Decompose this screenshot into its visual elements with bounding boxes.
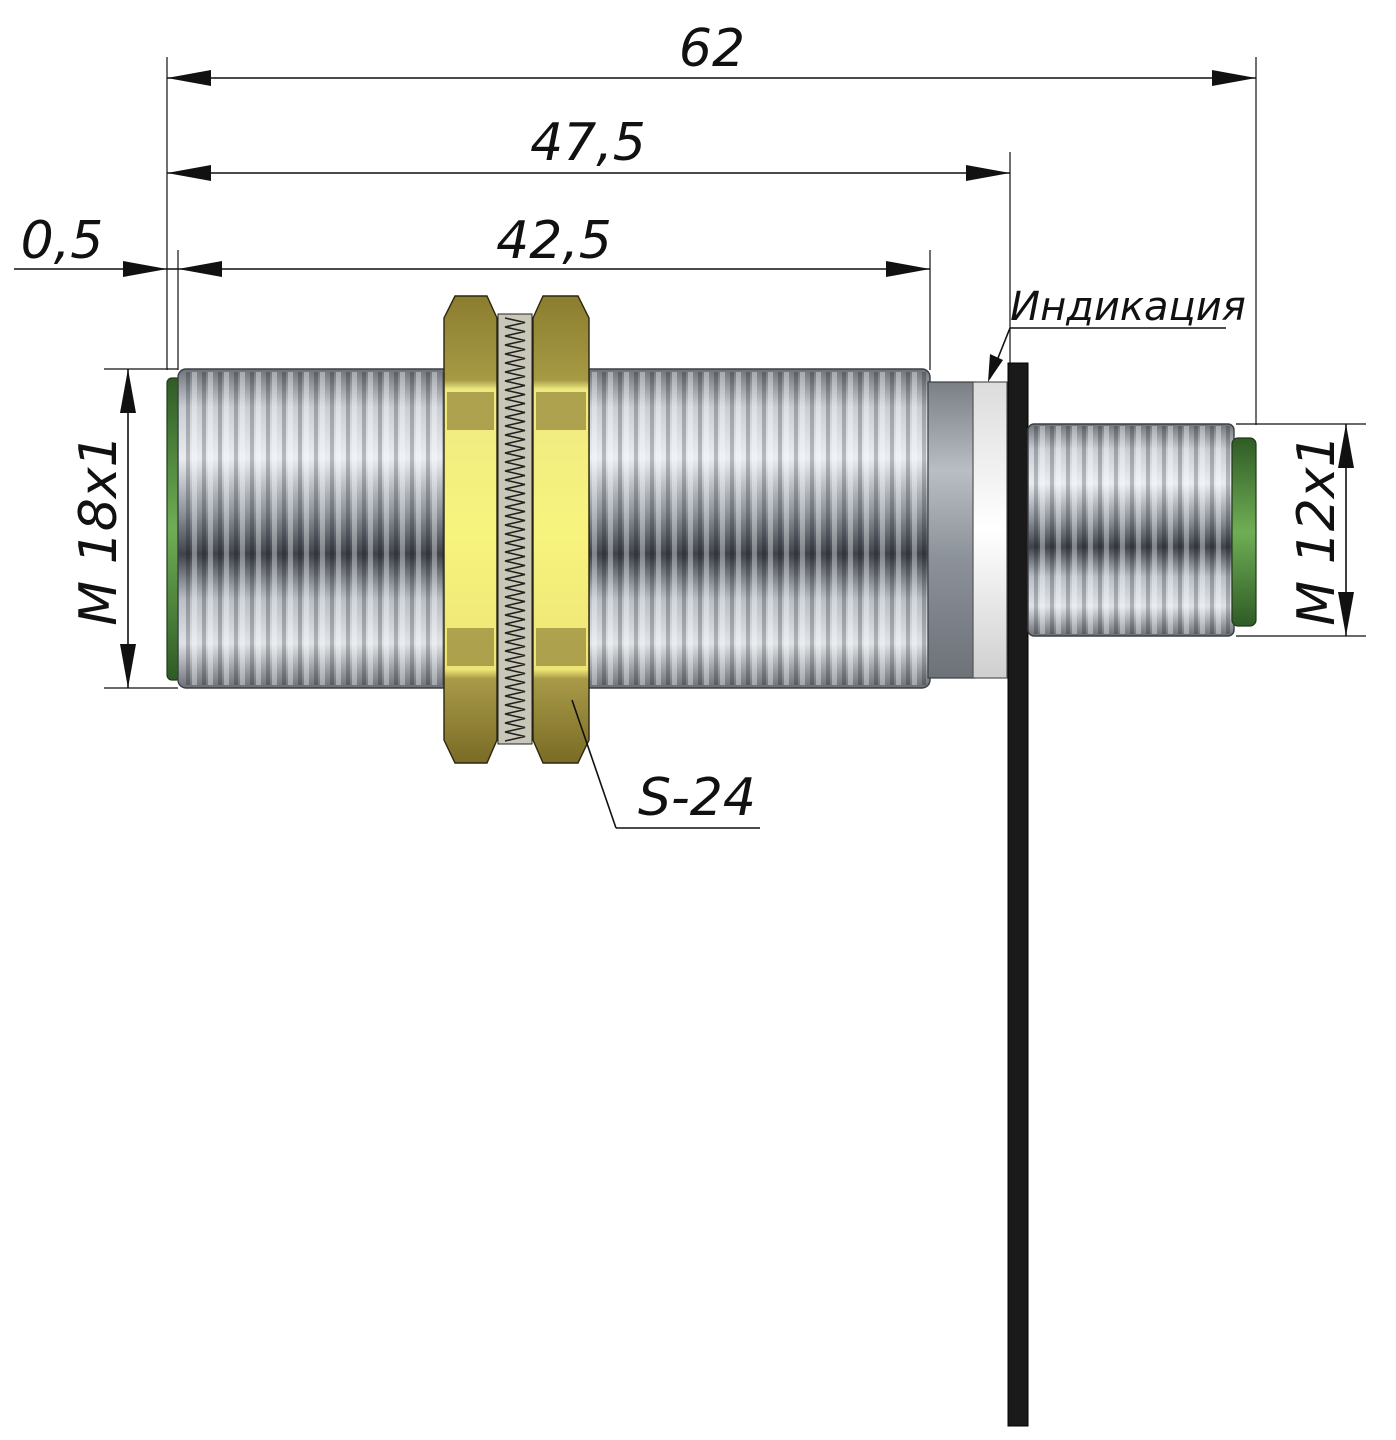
arrow (120, 644, 136, 688)
collar (927, 381, 976, 679)
dim-47-5-label: 47,5 (530, 113, 646, 173)
arrow (123, 261, 167, 277)
connector-face (1231, 437, 1257, 627)
arrow (886, 261, 930, 277)
left-nut (443, 295, 498, 764)
s24-label: S-24 (638, 768, 756, 828)
arrow (966, 165, 1010, 181)
s24-leader (571, 699, 617, 829)
arrow (988, 354, 1003, 382)
connector-thread-ridges (1030, 426, 1230, 634)
dim-42-5-label: 42,5 (496, 211, 612, 271)
dim-m18-label: M 18x1 (69, 434, 129, 625)
lock-washer (497, 313, 533, 745)
indication-ring (972, 381, 1008, 679)
indication-label: Индикация (1010, 284, 1246, 330)
mounting-panel (1007, 362, 1029, 1427)
arrow (120, 369, 136, 413)
arrow (1338, 424, 1354, 468)
arrow (167, 70, 211, 86)
right-nut (532, 295, 590, 764)
dim-62-label: 62 (679, 19, 745, 79)
arrow (178, 261, 222, 277)
arrow (1212, 70, 1256, 86)
arrow (167, 165, 211, 181)
dim-m12-label: M 12x1 (1287, 434, 1347, 625)
dim-0-5-label: 0,5 (21, 211, 104, 271)
arrow (1338, 592, 1354, 636)
